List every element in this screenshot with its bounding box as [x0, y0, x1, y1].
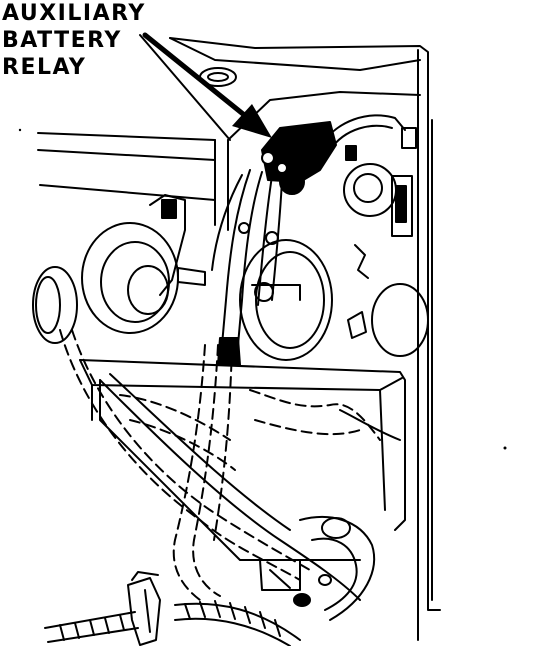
auxiliary-battery-relay	[261, 121, 337, 195]
left-horn	[32, 222, 179, 344]
callout-line-1: AUXILIARY	[2, 1, 146, 26]
auxiliary-battery-relay-callout: AUXILIARY BATTERY RELAY	[2, 0, 146, 81]
callout-line-2: BATTERY	[2, 28, 122, 53]
hidden-harness-dashed	[59, 329, 381, 601]
main-wiring-harness	[211, 169, 283, 366]
braided-cable	[44, 600, 301, 646]
pointer-arrow	[142, 32, 272, 138]
right-horn	[343, 163, 429, 357]
fender-panel	[37, 34, 441, 641]
cable-clamp	[127, 571, 161, 646]
center-wheel-well	[239, 239, 333, 361]
lower-cable-bundle	[99, 373, 376, 621]
horn-bracket	[149, 194, 206, 296]
speck-marks	[18, 128, 507, 450]
callout-line-3: RELAY	[2, 55, 87, 80]
battery-tray	[79, 359, 406, 561]
upper-right-harness	[319, 114, 417, 161]
